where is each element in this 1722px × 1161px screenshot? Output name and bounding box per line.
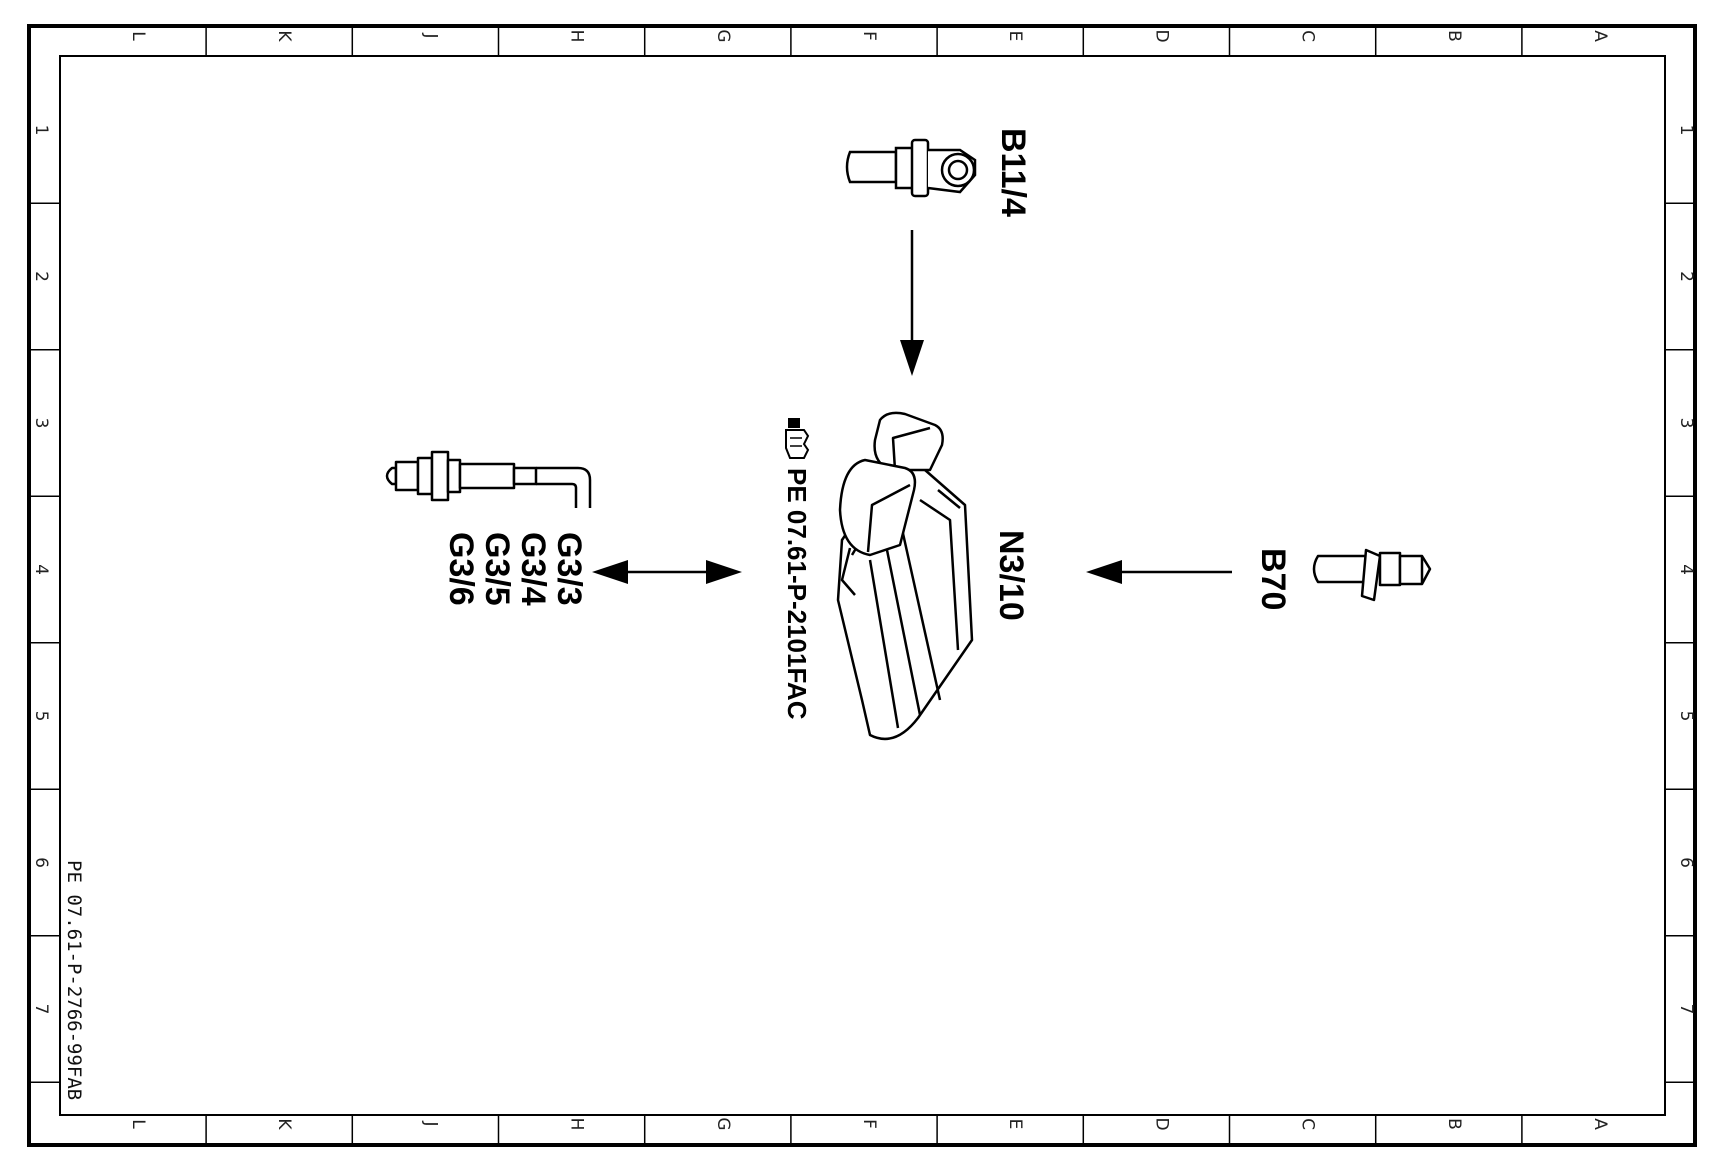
ecu-reference: PE 07.61-P-2101FAC bbox=[782, 468, 812, 720]
arrow-head-coolant bbox=[900, 340, 924, 376]
grid-letter-top: C bbox=[1298, 30, 1318, 42]
coolant-sensor bbox=[845, 138, 977, 198]
grid-letter-bottom: D bbox=[1151, 1117, 1171, 1130]
hand-pointer-icon bbox=[785, 418, 810, 459]
grid-number-left: 2 bbox=[31, 271, 51, 282]
grid-letter-bottom: L bbox=[128, 1119, 148, 1129]
arrow-head-oxygen-right bbox=[706, 560, 742, 584]
oxygen-sensor-label: G3/3 bbox=[550, 532, 588, 606]
grid-letter-top: L bbox=[128, 31, 148, 41]
grid-letter-top: D bbox=[1151, 29, 1171, 42]
grid-letter-bottom: K bbox=[274, 1118, 294, 1130]
grid-number-right: 6 bbox=[1676, 857, 1696, 868]
grid-letter-top: K bbox=[274, 30, 294, 42]
document-id: PE 07.61-P-2766-99FAB bbox=[63, 860, 85, 1100]
grid-letter-bottom: H bbox=[567, 1118, 587, 1131]
ecu-module bbox=[836, 411, 974, 741]
oxygen-sensor-label: G3/6 bbox=[442, 532, 480, 606]
oxygen-sensor-label: G3/5 bbox=[478, 532, 516, 606]
oxygen-sensor-labels: G3/3G3/4G3/5G3/6 bbox=[442, 532, 588, 606]
grid-number-right: 5 bbox=[1676, 711, 1696, 722]
grid-number-right: 7 bbox=[1676, 1004, 1696, 1015]
coolant-sensor-label: B11/4 bbox=[994, 128, 1032, 217]
arrow-head-oxygen-left bbox=[592, 560, 628, 584]
grid-letter-bottom: B bbox=[1444, 1118, 1464, 1130]
grid-letter-bottom: J bbox=[420, 1120, 440, 1126]
outer-frame bbox=[27, 24, 1697, 1147]
grid-letter-top: F bbox=[859, 31, 879, 41]
grid-letter-bottom: F bbox=[859, 1119, 879, 1129]
grid-letter-top: J bbox=[420, 32, 440, 38]
grid-number-left: 4 bbox=[31, 564, 51, 575]
inner-frame bbox=[59, 55, 1666, 1116]
oxygen-sensor-label: G3/4 bbox=[514, 532, 552, 606]
grid-letter-top: G bbox=[713, 29, 733, 42]
grid-number-right: 2 bbox=[1676, 271, 1696, 282]
grid-letter-top: E bbox=[1005, 31, 1025, 42]
camshaft-sensor bbox=[1312, 548, 1432, 602]
ecu-label: N3/10 bbox=[992, 530, 1030, 621]
grid-number-left: 1 bbox=[31, 125, 51, 136]
grid-number-left: 3 bbox=[31, 418, 51, 429]
grid-number-left: 5 bbox=[31, 711, 51, 722]
grid-number-left: 7 bbox=[31, 1004, 51, 1015]
oxygen-sensor bbox=[385, 450, 592, 508]
grid-number-right: 3 bbox=[1676, 418, 1696, 429]
grid-number-right: 1 bbox=[1676, 125, 1696, 136]
grid-letter-top: A bbox=[1590, 30, 1610, 42]
grid-letter-top: H bbox=[567, 30, 587, 43]
grid-letter-top: B bbox=[1444, 30, 1464, 42]
grid-letter-bottom: G bbox=[713, 1117, 733, 1130]
arrow-head-camshaft bbox=[1086, 560, 1122, 584]
grid-letter-bottom: C bbox=[1298, 1118, 1318, 1130]
grid-letter-bottom: A bbox=[1590, 1118, 1610, 1130]
grid-letter-bottom: E bbox=[1005, 1119, 1025, 1130]
grid-number-left: 6 bbox=[31, 857, 51, 868]
grid-marks: L L K K J J H H G G F F E E D D C C B B A A 1 1 2 2 3 3 4 4 5 5 6 6 7 7 bbox=[29, 26, 1696, 1145]
grid-number-right: 4 bbox=[1676, 564, 1696, 575]
camshaft-sensor-label: B70 bbox=[1254, 548, 1292, 610]
